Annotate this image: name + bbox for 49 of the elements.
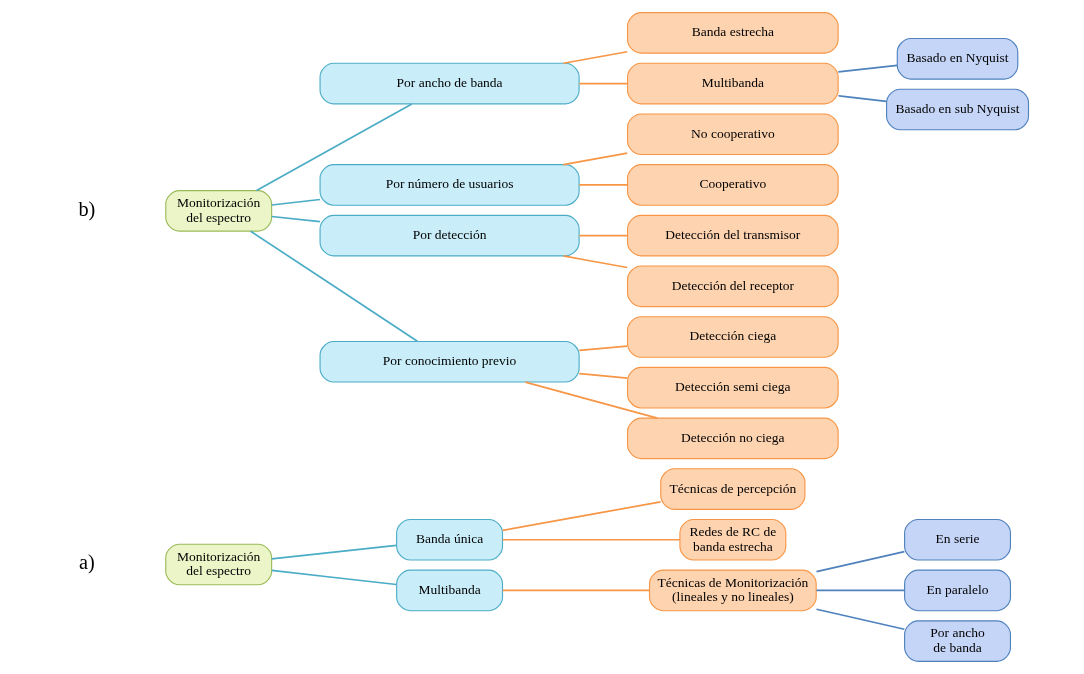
node-box: Detección no ciega <box>626 417 839 460</box>
connector <box>501 501 661 532</box>
node-box: Por número de usuarios <box>319 164 580 206</box>
connector <box>562 255 628 269</box>
node-box: Por conocimiento previo <box>319 340 580 383</box>
connector <box>577 345 628 352</box>
node-box: Basado en Nyquist <box>896 37 1018 80</box>
connector <box>577 82 628 85</box>
node-box: Banda única <box>395 518 503 561</box>
node-box: Por ancho de banda <box>903 620 1011 662</box>
connector <box>562 50 628 65</box>
node-box: Detección ciega <box>626 316 839 358</box>
connector <box>577 372 628 379</box>
connector <box>562 152 628 166</box>
connector <box>815 608 905 631</box>
node-box: Por detección <box>319 214 580 257</box>
connector <box>577 184 628 186</box>
node-box: Multibanda <box>395 569 503 612</box>
node-box: Detección del receptor <box>626 265 839 308</box>
node-box: No cooperativo <box>626 113 839 156</box>
node-box: Multibanda <box>626 62 839 105</box>
connector <box>270 569 397 586</box>
label: b) <box>77 197 95 220</box>
node-box: Monitorización del espectro <box>164 190 272 232</box>
node-box: Detección del transmisor <box>626 214 839 257</box>
connector <box>249 230 418 343</box>
connector <box>501 538 680 541</box>
node-box: Banda estrecha <box>626 12 839 54</box>
connector <box>837 64 898 73</box>
connector <box>815 589 905 592</box>
connector <box>270 198 321 206</box>
node-box: Monitorización del espectro <box>164 543 272 586</box>
node-box: Técnicas de percepción <box>659 468 805 510</box>
node-box: Cooperativo <box>626 164 839 206</box>
connector <box>837 94 887 103</box>
node-box: Detección semi ciega <box>626 366 839 409</box>
node-box: Redes de RC de banda estrecha <box>678 518 786 561</box>
connector <box>270 544 397 560</box>
connector <box>501 589 650 592</box>
connector <box>255 103 413 192</box>
connector <box>815 550 905 573</box>
connector <box>577 234 628 237</box>
node-box: Basado en sub Nyquist <box>885 88 1029 131</box>
node-box: En serie <box>903 518 1011 561</box>
node-box: Por ancho de banda <box>319 62 580 105</box>
connector <box>270 215 321 223</box>
node-box: Técnicas de Monitorización (lineales y no lineales) <box>648 569 817 612</box>
node-box: En paralelo <box>903 569 1011 612</box>
label: a) <box>78 551 95 574</box>
